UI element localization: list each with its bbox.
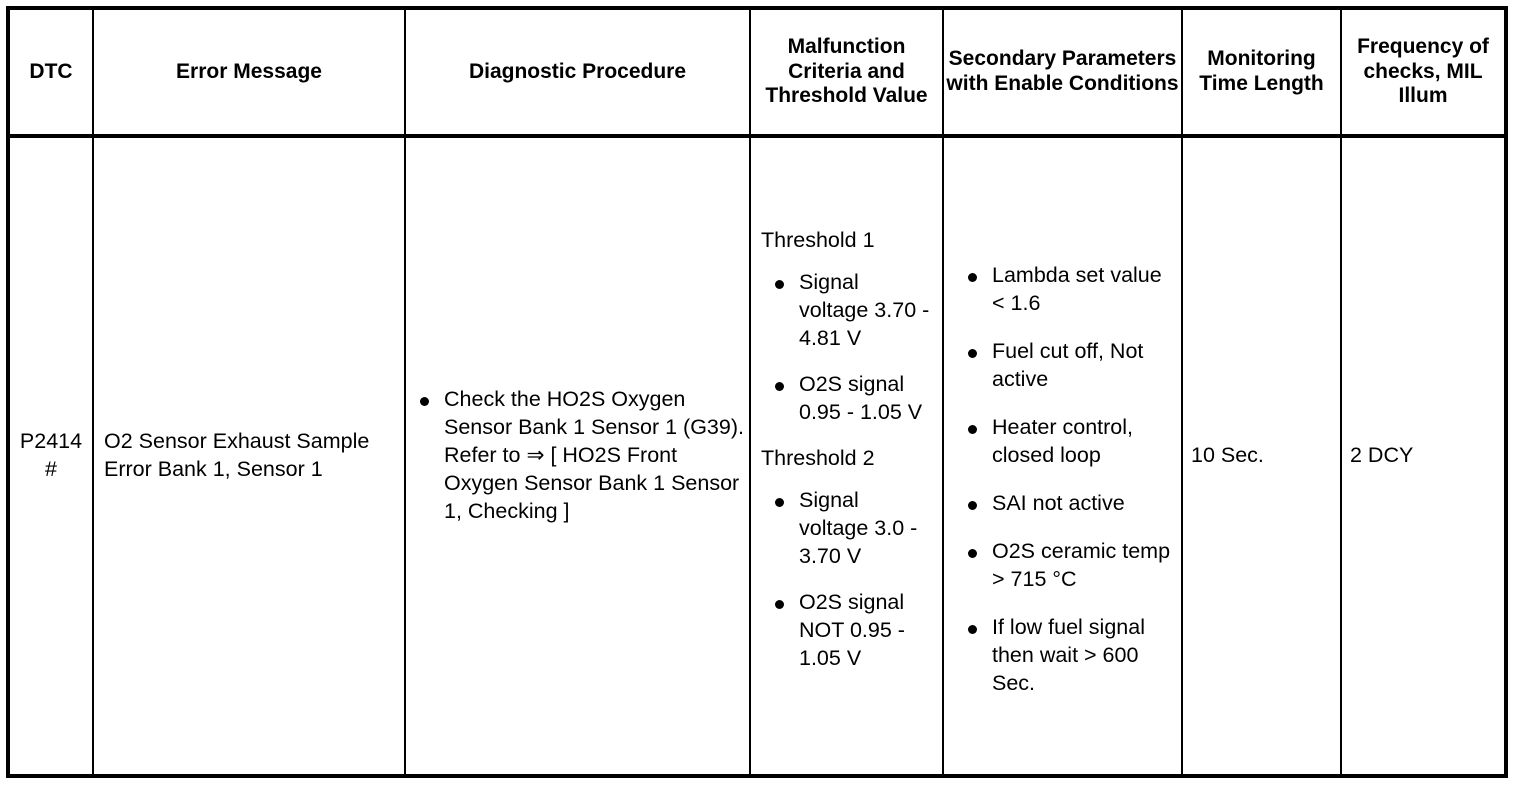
cell-dtc: P2414 # <box>8 136 94 776</box>
table-header-row: DTC Error Message Diagnostic Procedure M… <box>8 8 1506 138</box>
column-header-monitoring-time: Monitoring Time Length <box>1182 8 1342 138</box>
cell-frequency-checks: 2 DCY <box>1341 136 1506 776</box>
column-header-malfunction-criteria: Malfunction Criteria and Threshold Value <box>750 8 944 138</box>
threshold-2-list: Signal voltage 3.0 - 3.70 V O2S signal N… <box>761 487 934 673</box>
column-header-diagnostic-procedure: Diagnostic Procedure <box>405 8 751 138</box>
cell-secondary-parameters: Lambda set value < 1.6 Fuel cut off, Not… <box>943 136 1183 776</box>
list-item: Signal voltage 3.70 - 4.81 V <box>761 269 934 353</box>
secondary-parameters-content: Lambda set value < 1.6 Fuel cut off, Not… <box>944 210 1181 701</box>
diagnostic-procedure-list: Check the HO2S Oxygen Sensor Bank 1 Sens… <box>406 386 749 526</box>
error-message-value: O2 Sensor Exhaust Sample Error Bank 1, S… <box>104 429 370 481</box>
frequency-of-checks-value: 2 DCY <box>1350 443 1414 468</box>
list-item: O2S ceramic temp > 715 °C <box>954 538 1173 594</box>
dtc-diagnostics-table: DTC Error Message Diagnostic Procedure M… <box>6 6 1508 778</box>
list-item: Signal voltage 3.0 - 3.70 V <box>761 487 934 571</box>
column-header-frequency-checks: Frequency of checks, MIL Illum <box>1341 8 1506 138</box>
column-header-error-message: Error Message <box>93 8 406 138</box>
threshold-group-2: Threshold 2 Signal voltage 3.0 - 3.70 V … <box>761 445 934 673</box>
table-header: DTC Error Message Diagnostic Procedure M… <box>8 8 1506 138</box>
list-item: SAI not active <box>954 490 1173 518</box>
list-item: Check the HO2S Oxygen Sensor Bank 1 Sens… <box>406 386 749 526</box>
list-item: Lambda set value < 1.6 <box>954 262 1173 318</box>
cell-error-message: O2 Sensor Exhaust Sample Error Bank 1, S… <box>93 136 406 776</box>
malfunction-criteria-content: Threshold 1 Signal voltage 3.70 - 4.81 V… <box>751 217 942 694</box>
list-item: Heater control, closed loop <box>954 414 1173 470</box>
cell-monitoring-time: 10 Sec. <box>1182 136 1342 776</box>
threshold-1-label: Threshold 1 <box>761 228 875 253</box>
threshold-group-1: Threshold 1 Signal voltage 3.70 - 4.81 V… <box>761 227 934 427</box>
column-header-dtc: DTC <box>8 8 94 138</box>
list-item: Fuel cut off, Not active <box>954 338 1173 394</box>
list-item: O2S signal 0.95 - 1.05 V <box>761 371 934 427</box>
table-row: P2414 # O2 Sensor Exhaust Sample Error B… <box>8 136 1506 776</box>
threshold-2-label: Threshold 2 <box>761 446 875 471</box>
monitoring-time-value: 10 Sec. <box>1191 443 1264 468</box>
threshold-1-list: Signal voltage 3.70 - 4.81 V O2S signal … <box>761 269 934 427</box>
cell-malfunction-criteria: Threshold 1 Signal voltage 3.70 - 4.81 V… <box>750 136 944 776</box>
column-header-secondary-parameters: Secondary Parameters with Enable Conditi… <box>943 8 1183 138</box>
table-body: P2414 # O2 Sensor Exhaust Sample Error B… <box>8 136 1506 776</box>
list-item: O2S signal NOT 0.95 - 1.05 V <box>761 589 934 673</box>
secondary-parameters-list: Lambda set value < 1.6 Fuel cut off, Not… <box>954 262 1173 697</box>
cell-diagnostic-procedure: Check the HO2S Oxygen Sensor Bank 1 Sens… <box>405 136 751 776</box>
list-item: If low fuel signal then wait > 600 Sec. <box>954 614 1173 698</box>
dtc-code-value: P2414 # <box>19 429 83 481</box>
